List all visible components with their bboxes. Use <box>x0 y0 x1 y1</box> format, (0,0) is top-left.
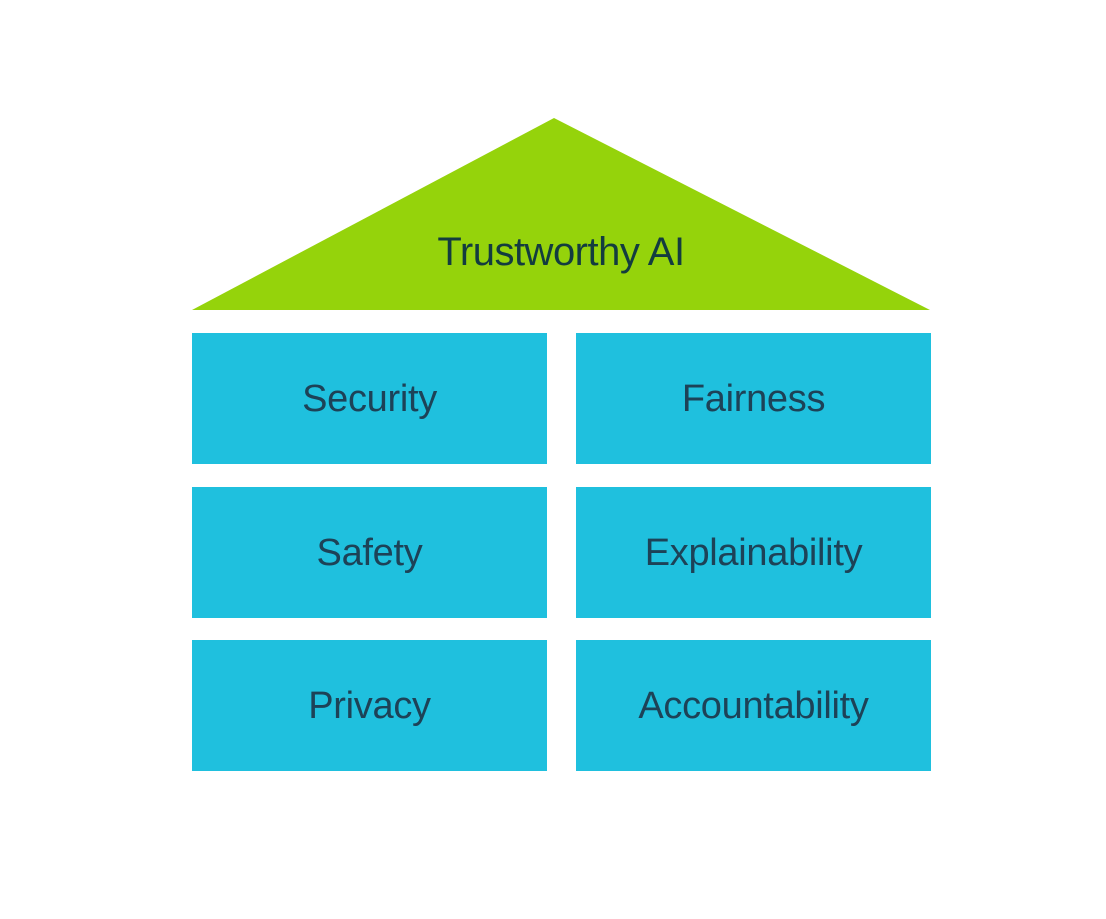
roof: Trustworthy AI <box>192 118 930 310</box>
pillar-safety: Safety <box>192 487 547 618</box>
roof-triangle <box>192 118 930 310</box>
pillar-fairness: Fairness <box>576 333 931 464</box>
pillar-explainability: Explainability <box>576 487 931 618</box>
pillar-security: Security <box>192 333 547 464</box>
pillar-label: Security <box>302 377 437 420</box>
pillar-label: Fairness <box>681 377 826 420</box>
roof-label: Trustworthy AI <box>437 230 685 274</box>
pillar-label: Explainability <box>644 531 863 574</box>
pillar-accountability: Accountability <box>576 640 931 771</box>
pillar-label: Privacy <box>308 684 431 727</box>
pillar-privacy: Privacy <box>192 640 547 771</box>
pillar-label: Safety <box>316 531 423 574</box>
pillar-label: Accountability <box>638 684 869 727</box>
roof-shape <box>192 118 930 310</box>
